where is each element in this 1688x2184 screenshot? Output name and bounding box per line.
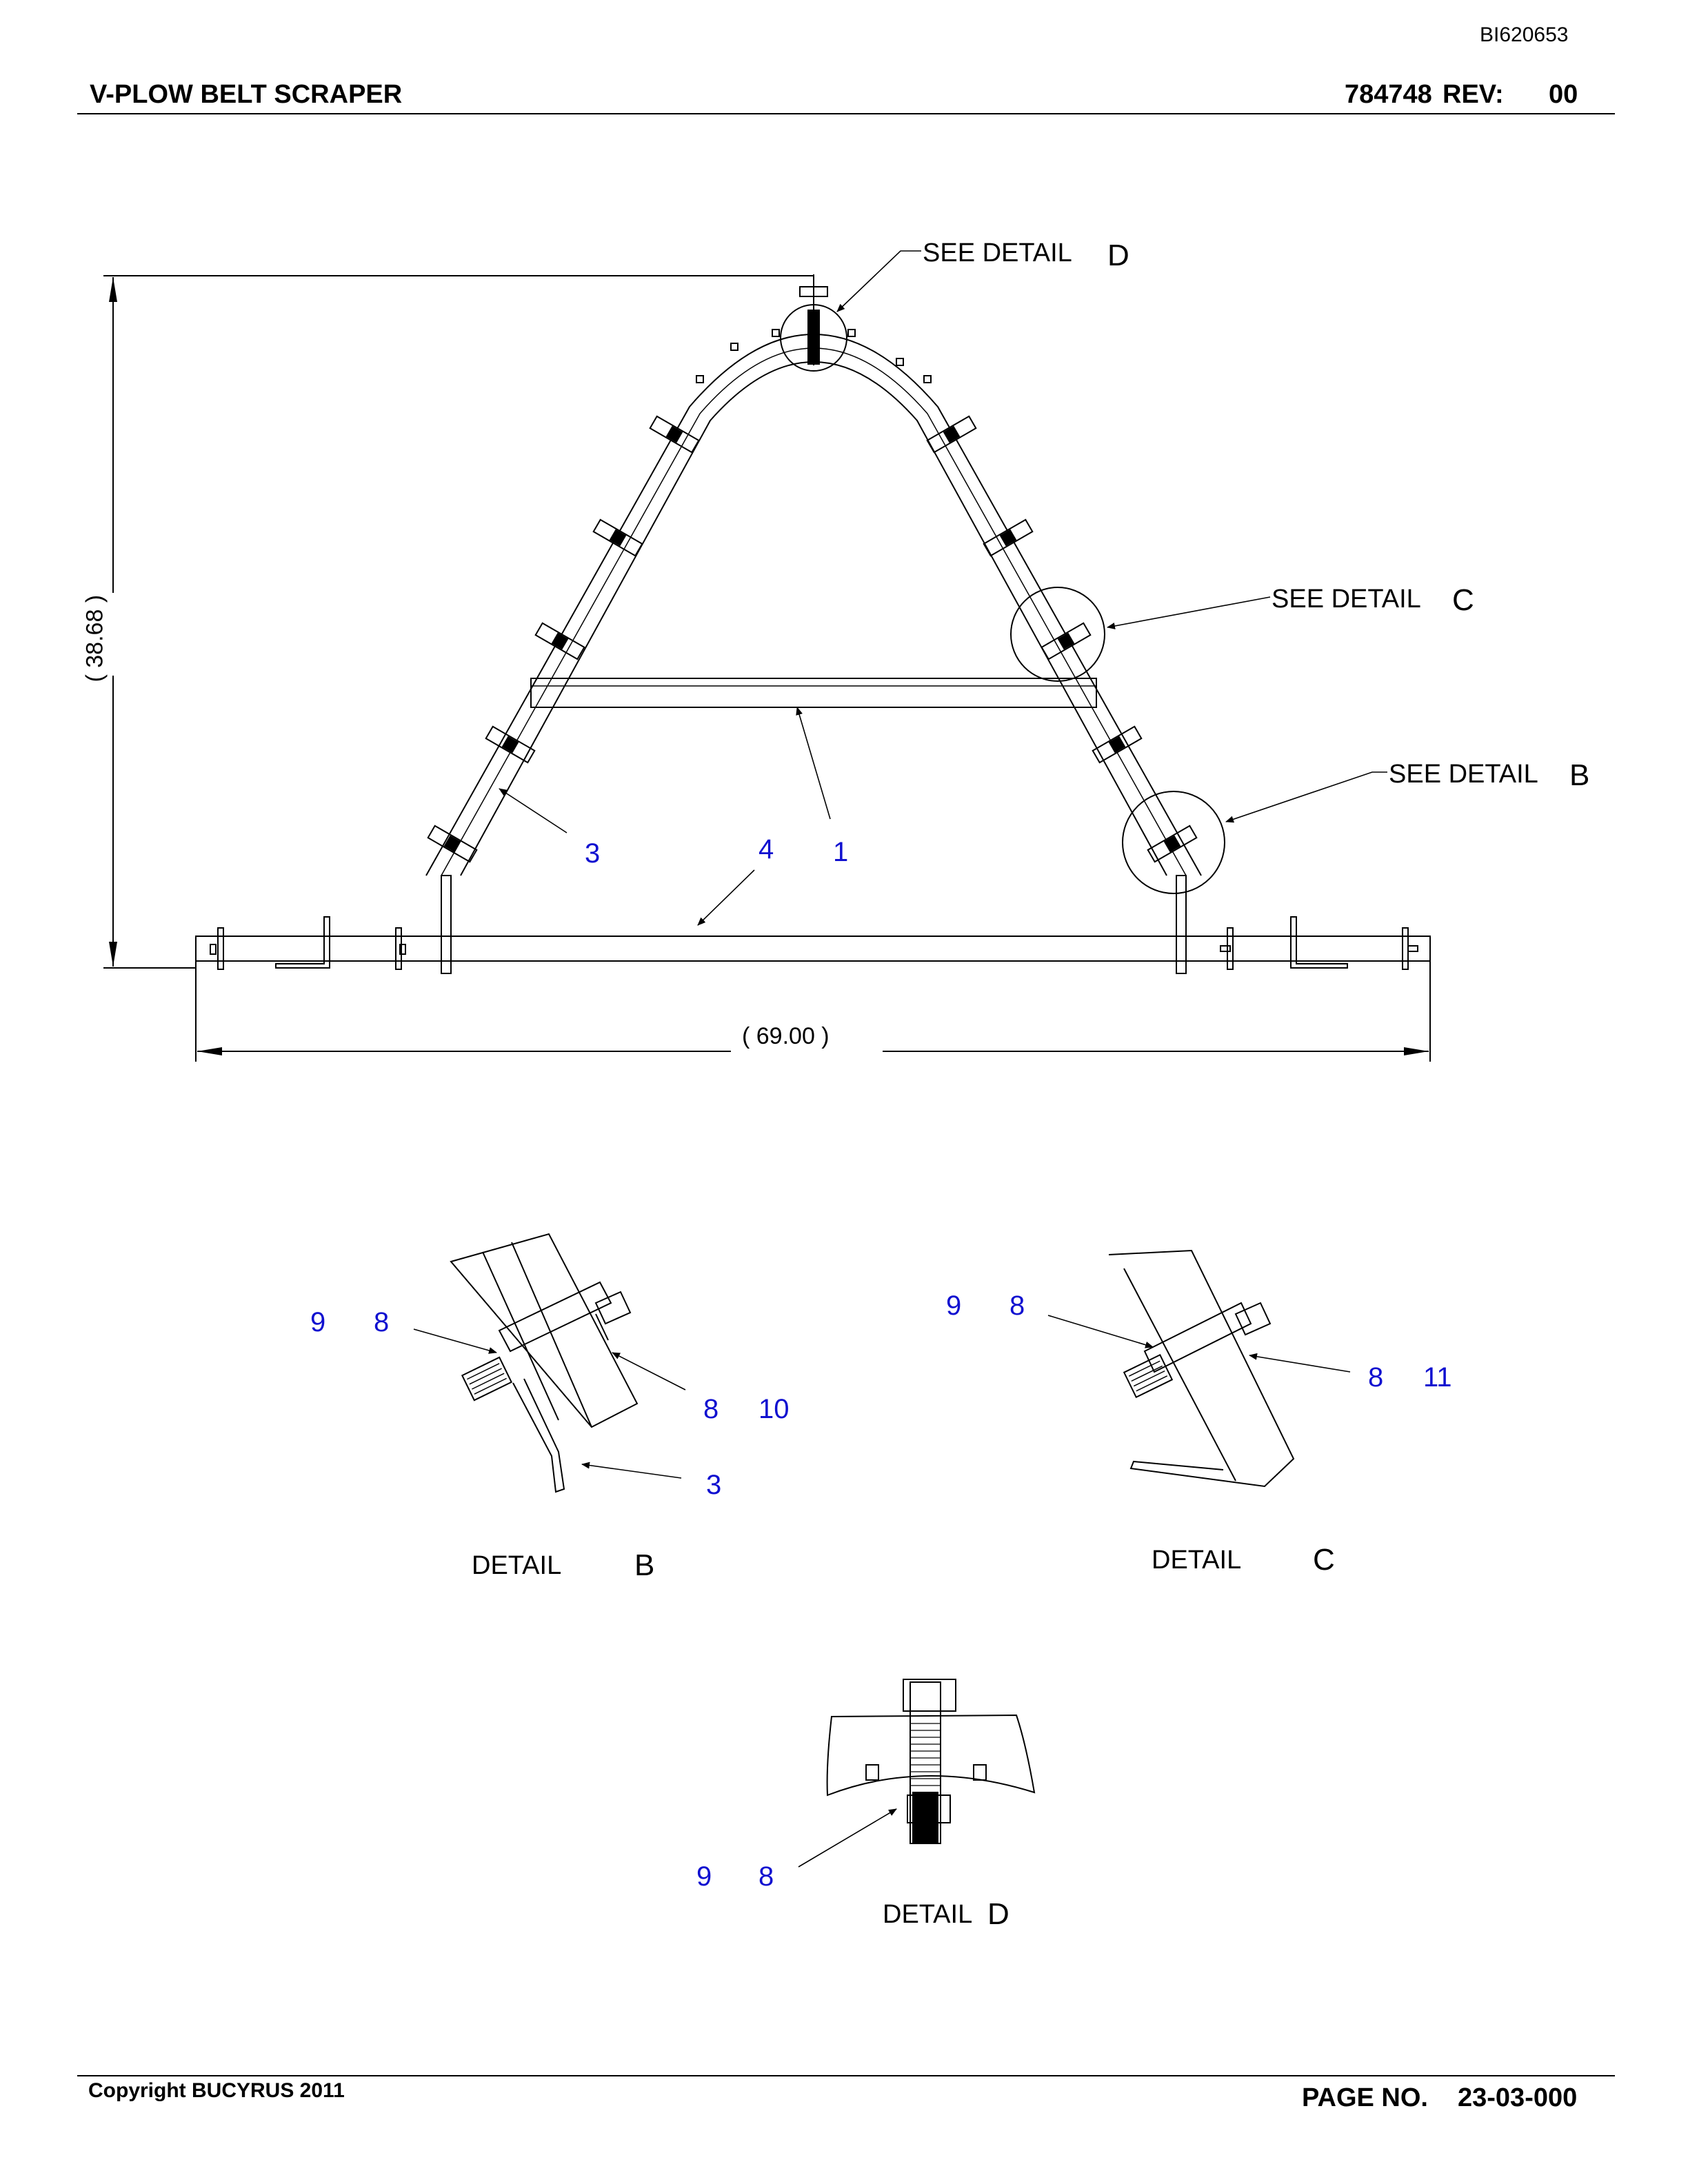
right-arm-bolts: [926, 415, 1198, 863]
part-number: 784748: [1345, 80, 1432, 109]
page-number: 23-03-000: [1458, 2083, 1578, 2112]
revision-value: 00: [1549, 80, 1578, 109]
main-leaders: [499, 250, 1387, 926]
base-bar: [195, 936, 1431, 962]
item-number: 4: [758, 834, 774, 865]
item-number: 3: [585, 838, 601, 869]
see-detail-c-letter: C: [1452, 583, 1474, 617]
detail-c-letter: C: [1313, 1543, 1335, 1577]
item-number: 8: [1368, 1362, 1384, 1393]
item-number: 10: [758, 1394, 790, 1424]
item-number: 9: [696, 1861, 712, 1892]
item-number: 11: [1423, 1362, 1452, 1393]
detail-c-leaders: [1047, 1315, 1351, 1373]
see-detail-d-label: SEE DETAIL: [923, 239, 1072, 267]
left-arm-bolts: [427, 415, 700, 863]
copyright: Copyright BUCYRUS 2011: [88, 2079, 345, 2102]
item-number: 9: [946, 1291, 962, 1321]
right-leg: [1176, 875, 1187, 974]
detail-c-drawing: [1108, 1249, 1295, 1488]
page-label: PAGE NO.: [1302, 2083, 1428, 2112]
top-bolt: [799, 274, 828, 365]
detail-d-leaders: [798, 1808, 897, 1868]
plow-outer-contour: [425, 334, 1202, 876]
detail-circle-b: [1122, 791, 1225, 894]
height-dimension: ( 38.68 ): [81, 594, 108, 682]
revision-label: REV:: [1443, 80, 1504, 109]
detail-b-letter: B: [634, 1548, 655, 1582]
detail-c-title: DETAIL: [1152, 1546, 1242, 1575]
width-dimension: ( 69.00 ): [742, 1023, 830, 1049]
see-detail-c-label: SEE DETAIL: [1272, 585, 1421, 614]
detail-d-drawing: [826, 1679, 1036, 1844]
see-detail-b-label: SEE DETAIL: [1389, 760, 1538, 789]
footer-rule: [77, 2075, 1615, 2076]
detail-circle-d: [780, 304, 847, 372]
left-angle: [275, 916, 330, 969]
detail-b-leaders: [413, 1328, 686, 1479]
main-assembly-view: [195, 274, 1431, 974]
dimensions: [103, 275, 1431, 1062]
see-detail-d-letter: D: [1107, 239, 1129, 272]
item-number: 8: [374, 1307, 390, 1337]
item-number: 8: [1009, 1291, 1025, 1321]
detail-d-title: DETAIL: [883, 1900, 973, 1929]
cross-brace: [530, 678, 1097, 708]
document-id: BI620653: [1480, 23, 1569, 46]
drawing-title: V-PLOW BELT SCRAPER: [90, 80, 403, 109]
header-rule: [77, 113, 1615, 114]
item-number: 8: [703, 1394, 719, 1424]
detail-b-title: DETAIL: [472, 1551, 562, 1580]
detail-b-drawing: [450, 1233, 639, 1493]
detail-circle-c: [1010, 587, 1105, 682]
plow-inner-contour: [460, 361, 1167, 876]
arc-tabs: [696, 329, 932, 383]
left-leg: [441, 875, 452, 974]
item-number: 3: [706, 1470, 722, 1500]
item-number: 1: [833, 837, 849, 867]
item-number: 9: [310, 1307, 326, 1337]
right-angle: [1290, 916, 1348, 969]
see-detail-b-letter: B: [1569, 758, 1590, 792]
plow-blade-line: [441, 347, 1187, 876]
detail-d-letter: D: [987, 1897, 1009, 1931]
item-number: 8: [758, 1861, 774, 1892]
